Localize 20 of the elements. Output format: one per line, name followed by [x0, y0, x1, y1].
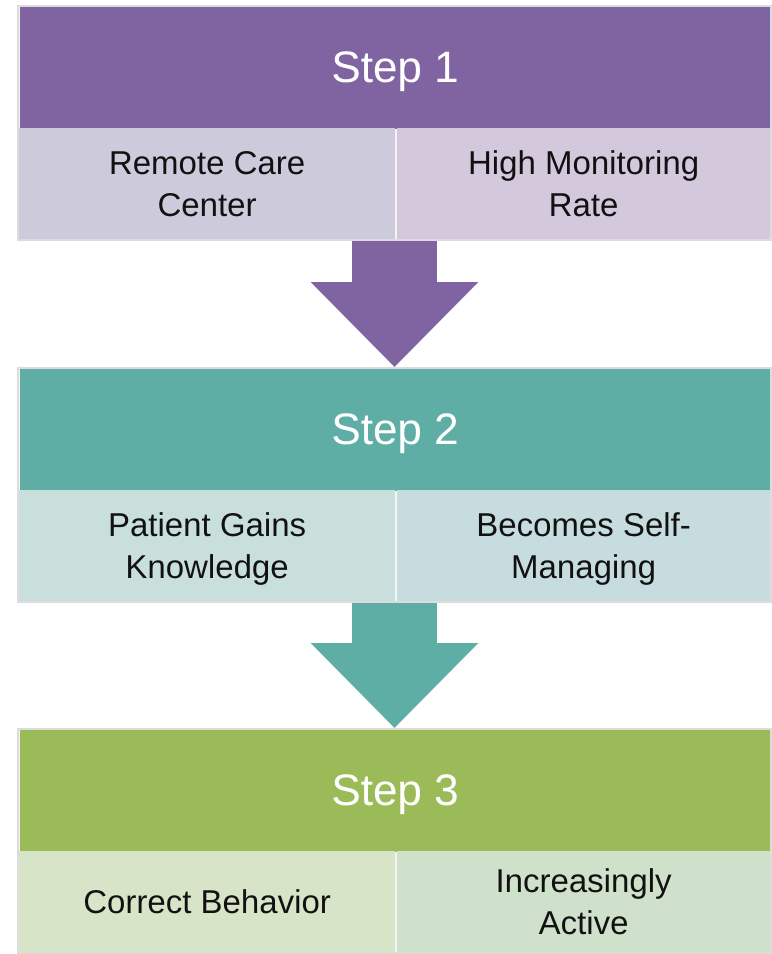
step-heading: Step 2	[20, 369, 770, 491]
step-heading: Step 1	[20, 7, 770, 129]
step-item-box	[397, 851, 770, 952]
item-text: Patient Gains Knowledge	[106, 505, 308, 587]
step-item-box	[19, 490, 395, 601]
item-text: High Monitoring Rate	[466, 143, 700, 224]
step-heading: Step 3	[20, 730, 770, 852]
step-item-box	[397, 128, 770, 239]
step-panel	[17, 728, 772, 954]
item-text: Increasingly Active	[494, 861, 673, 942]
item-text: Correct Behavior	[83, 882, 331, 922]
block-arrow	[310, 241, 478, 367]
block-arrow	[310, 603, 478, 728]
item-text: Remote Care Center	[108, 143, 306, 224]
item-text: Becomes Self-Managing	[475, 505, 692, 587]
step-item-box	[19, 128, 395, 239]
step-panel	[17, 367, 772, 603]
step-panel	[17, 5, 772, 241]
step-item-box	[397, 490, 770, 601]
step-item-box	[19, 851, 395, 952]
